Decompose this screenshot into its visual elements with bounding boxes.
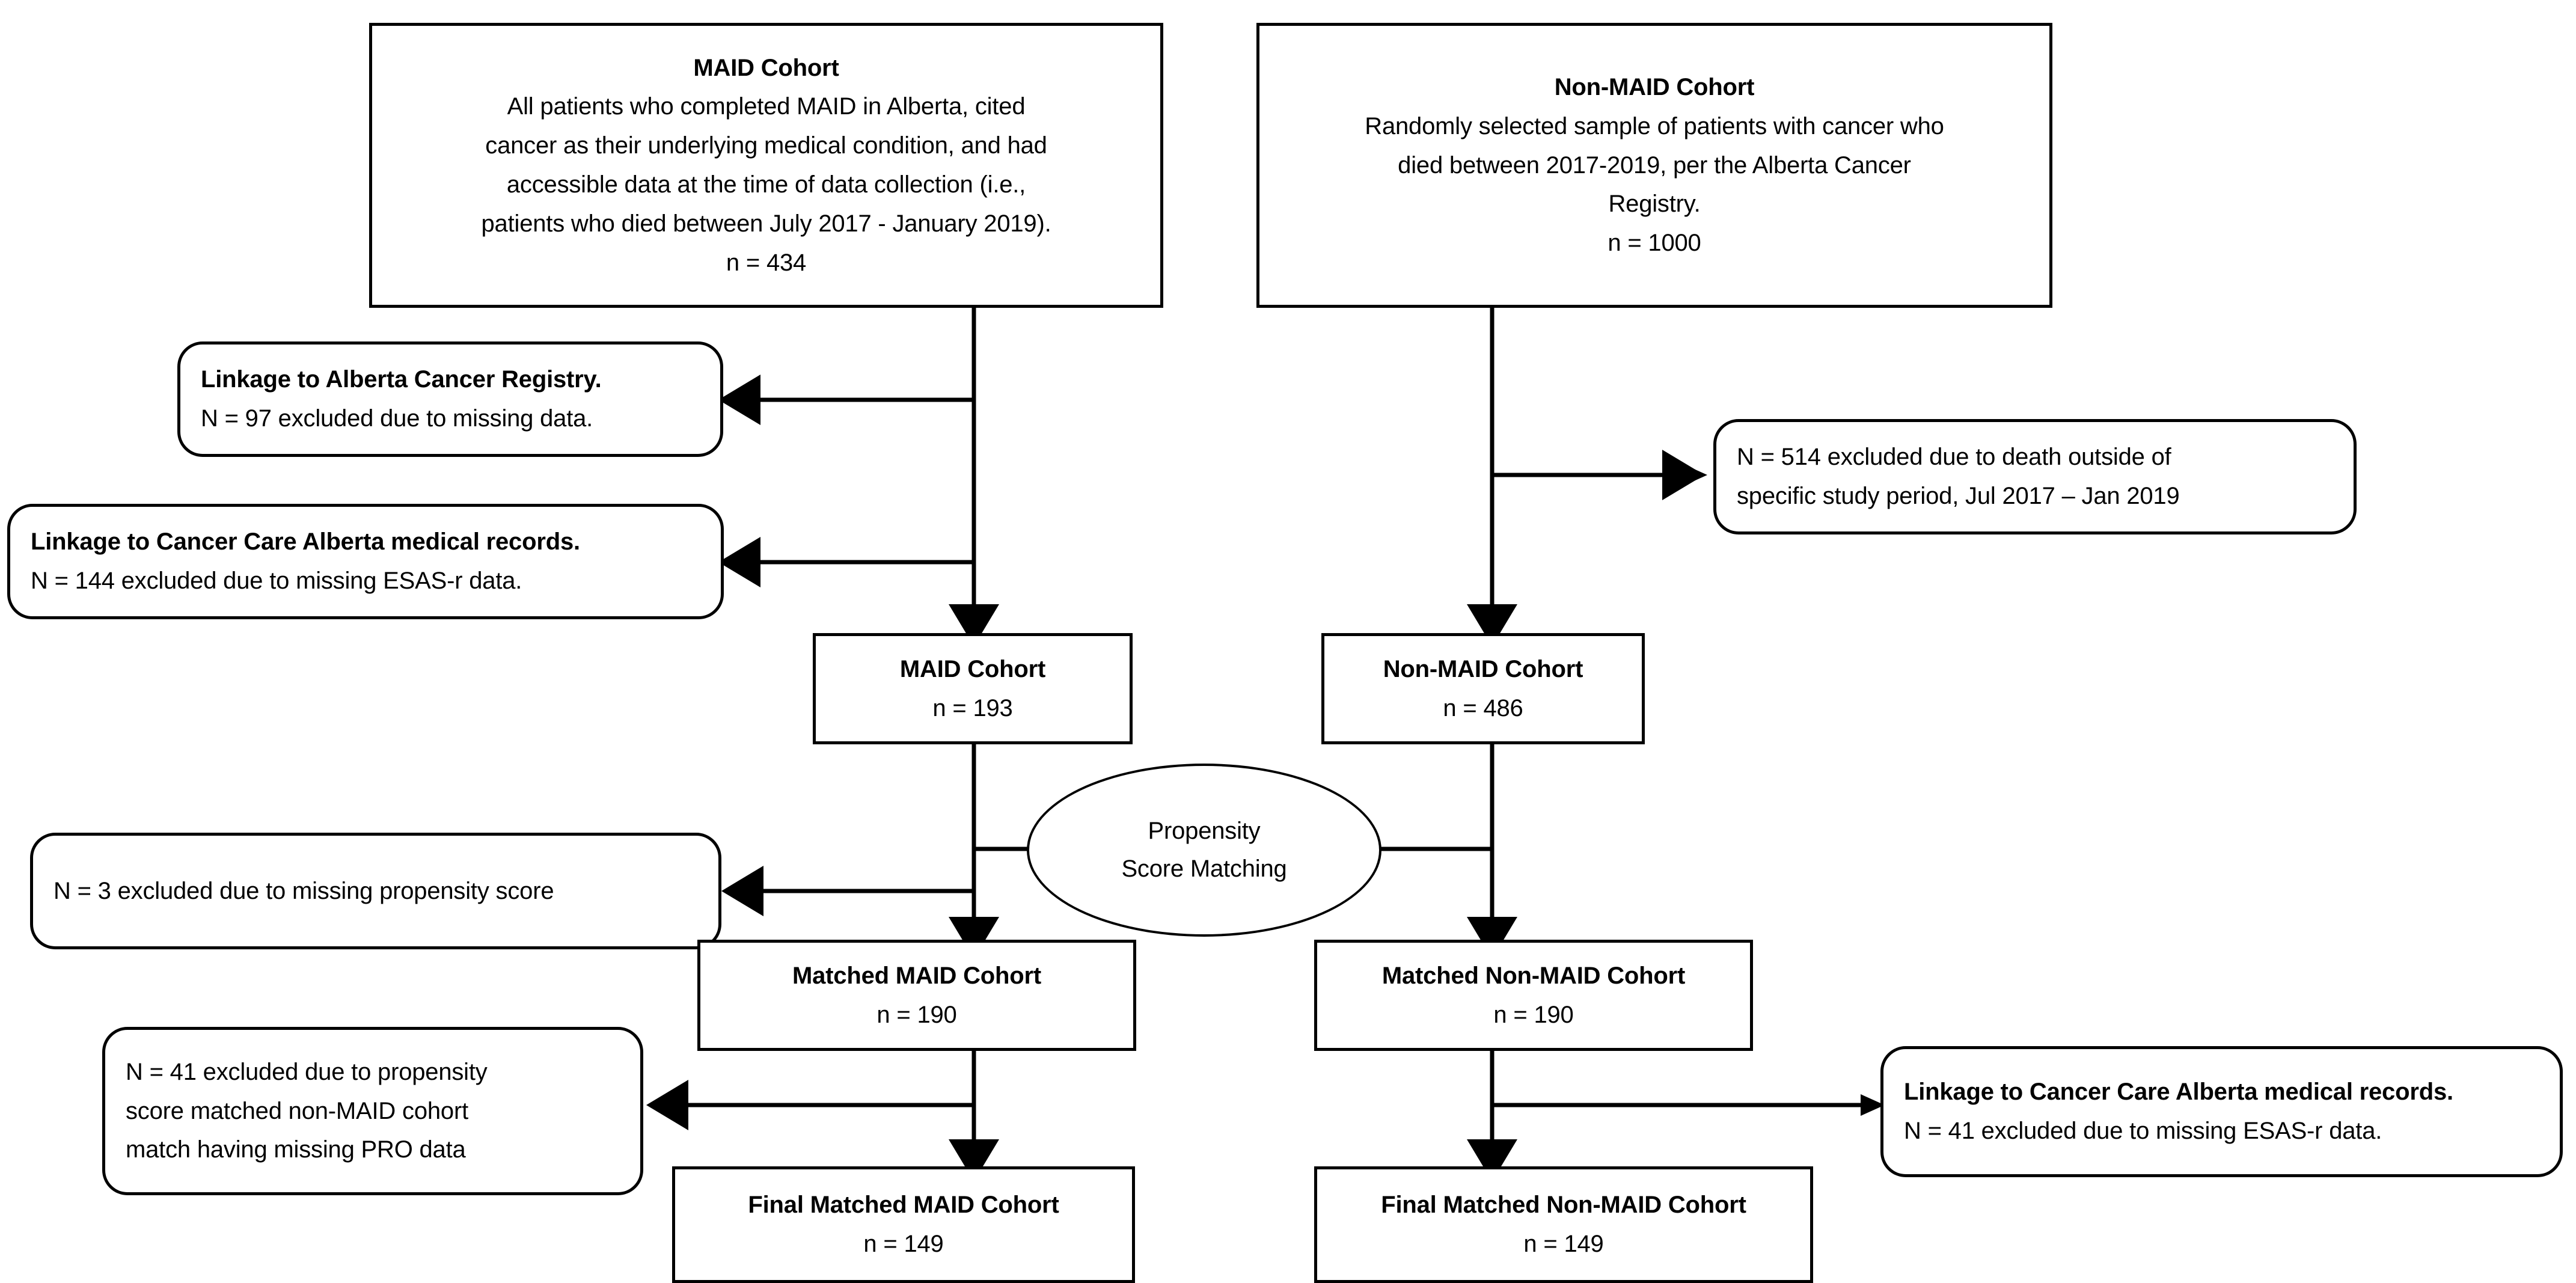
node-line: Non-MAID Cohort (1383, 655, 1583, 682)
node-maid-source-cohort: MAID Cohort All patients who completed M… (369, 23, 1163, 308)
arrowhead-right-period (1683, 464, 1707, 486)
node-line: Linkage to Alberta Cancer Registry. (201, 366, 602, 393)
node-maid-linked-cohort: MAID Cohort n = 193 (813, 633, 1133, 744)
node-line: n = 190 (1493, 1001, 1574, 1028)
node-line: Randomly selected sample of patients wit… (1365, 112, 1944, 139)
node-nonmaid-linked-cohort: Non-MAID Cohort n = 486 (1321, 633, 1645, 744)
node-line: Final Matched Non-MAID Cohort (1381, 1192, 1746, 1219)
node-nonmaid-source-cohort: Non-MAID Cohort Randomly selected sample… (1256, 23, 2052, 308)
node-final-matched-maid-cohort: Final Matched MAID Cohort n = 149 (672, 1166, 1135, 1283)
node-line: died between 2017-2019, per the Alberta … (1398, 152, 1911, 179)
node-line: Linkage to Cancer Care Alberta medical r… (31, 528, 580, 556)
node-line: score matched non-MAID cohort (126, 1097, 469, 1124)
node-line: Registry. (1608, 191, 1701, 218)
node-line: N = 97 excluded due to missing data. (201, 405, 593, 432)
node-line: cancer as their underlying medical condi… (485, 132, 1047, 159)
node-line: patients who died between July 2017 - Ja… (481, 210, 1051, 237)
node-line: n = 193 (932, 694, 1013, 721)
node-line: match having missing PRO data (126, 1136, 466, 1163)
node-line: N = 3 excluded due to missing propensity… (54, 877, 554, 904)
node-line: Matched Non-MAID Cohort (1381, 962, 1686, 989)
node-exclusion-propensity-score: N = 3 excluded due to missing propensity… (30, 833, 721, 949)
node-line: Non-MAID Cohort (1554, 74, 1755, 100)
node-exclusion-study-period: N = 514 excluded due to death outside of… (1713, 419, 2357, 534)
node-line: Final Matched MAID Cohort (748, 1192, 1059, 1219)
node-final-matched-nonmaid-cohort: Final Matched Non-MAID Cohort n = 149 (1314, 1166, 1813, 1283)
node-exclusion-records: Linkage to Cancer Care Alberta medical r… (7, 504, 724, 619)
node-propensity-score-matching: Propensity Score Matching (1027, 764, 1381, 937)
node-line: N = 144 excluded due to missing ESAS-r d… (31, 568, 522, 594)
node-line: n = 190 (877, 1001, 957, 1028)
node-matched-maid-cohort: Matched MAID Cohort n = 190 (697, 940, 1136, 1051)
node-line: All patients who completed MAID in Alber… (507, 93, 1026, 120)
node-line: n = 486 (1443, 694, 1523, 721)
node-line: MAID Cohort (899, 655, 1046, 682)
node-line: accessible data at the time of data coll… (506, 171, 1026, 198)
node-line: n = 149 (1523, 1231, 1604, 1257)
node-line: n = 1000 (1608, 230, 1701, 257)
node-line: Propensity (1148, 817, 1261, 844)
node-line: n = 434 (726, 249, 807, 276)
node-matched-nonmaid-cohort: Matched Non-MAID Cohort n = 190 (1314, 940, 1753, 1051)
node-exclusion-registry: Linkage to Alberta Cancer Registry. N = … (177, 341, 723, 457)
node-line: Score Matching (1121, 856, 1287, 882)
node-exclusion-pro-data: N = 41 excluded due to propensity score … (102, 1027, 643, 1195)
node-line: n = 149 (863, 1231, 944, 1257)
node-line: N = 41 excluded due to missing ESAS-r da… (1904, 1118, 2382, 1144)
node-line: N = 41 excluded due to propensity (126, 1058, 488, 1085)
node-line: Matched MAID Cohort (792, 962, 1041, 989)
arrowhead-right-esas (1861, 1094, 1885, 1116)
node-exclusion-esas-final: Linkage to Cancer Care Alberta medical r… (1880, 1046, 2563, 1177)
node-line: N = 514 excluded due to death outside of (1737, 444, 2171, 471)
node-line: MAID Cohort (693, 54, 839, 81)
node-line: specific study period, Jul 2017 – Jan 20… (1737, 483, 2180, 509)
node-line: Linkage to Cancer Care Alberta medical r… (1904, 1079, 2453, 1106)
